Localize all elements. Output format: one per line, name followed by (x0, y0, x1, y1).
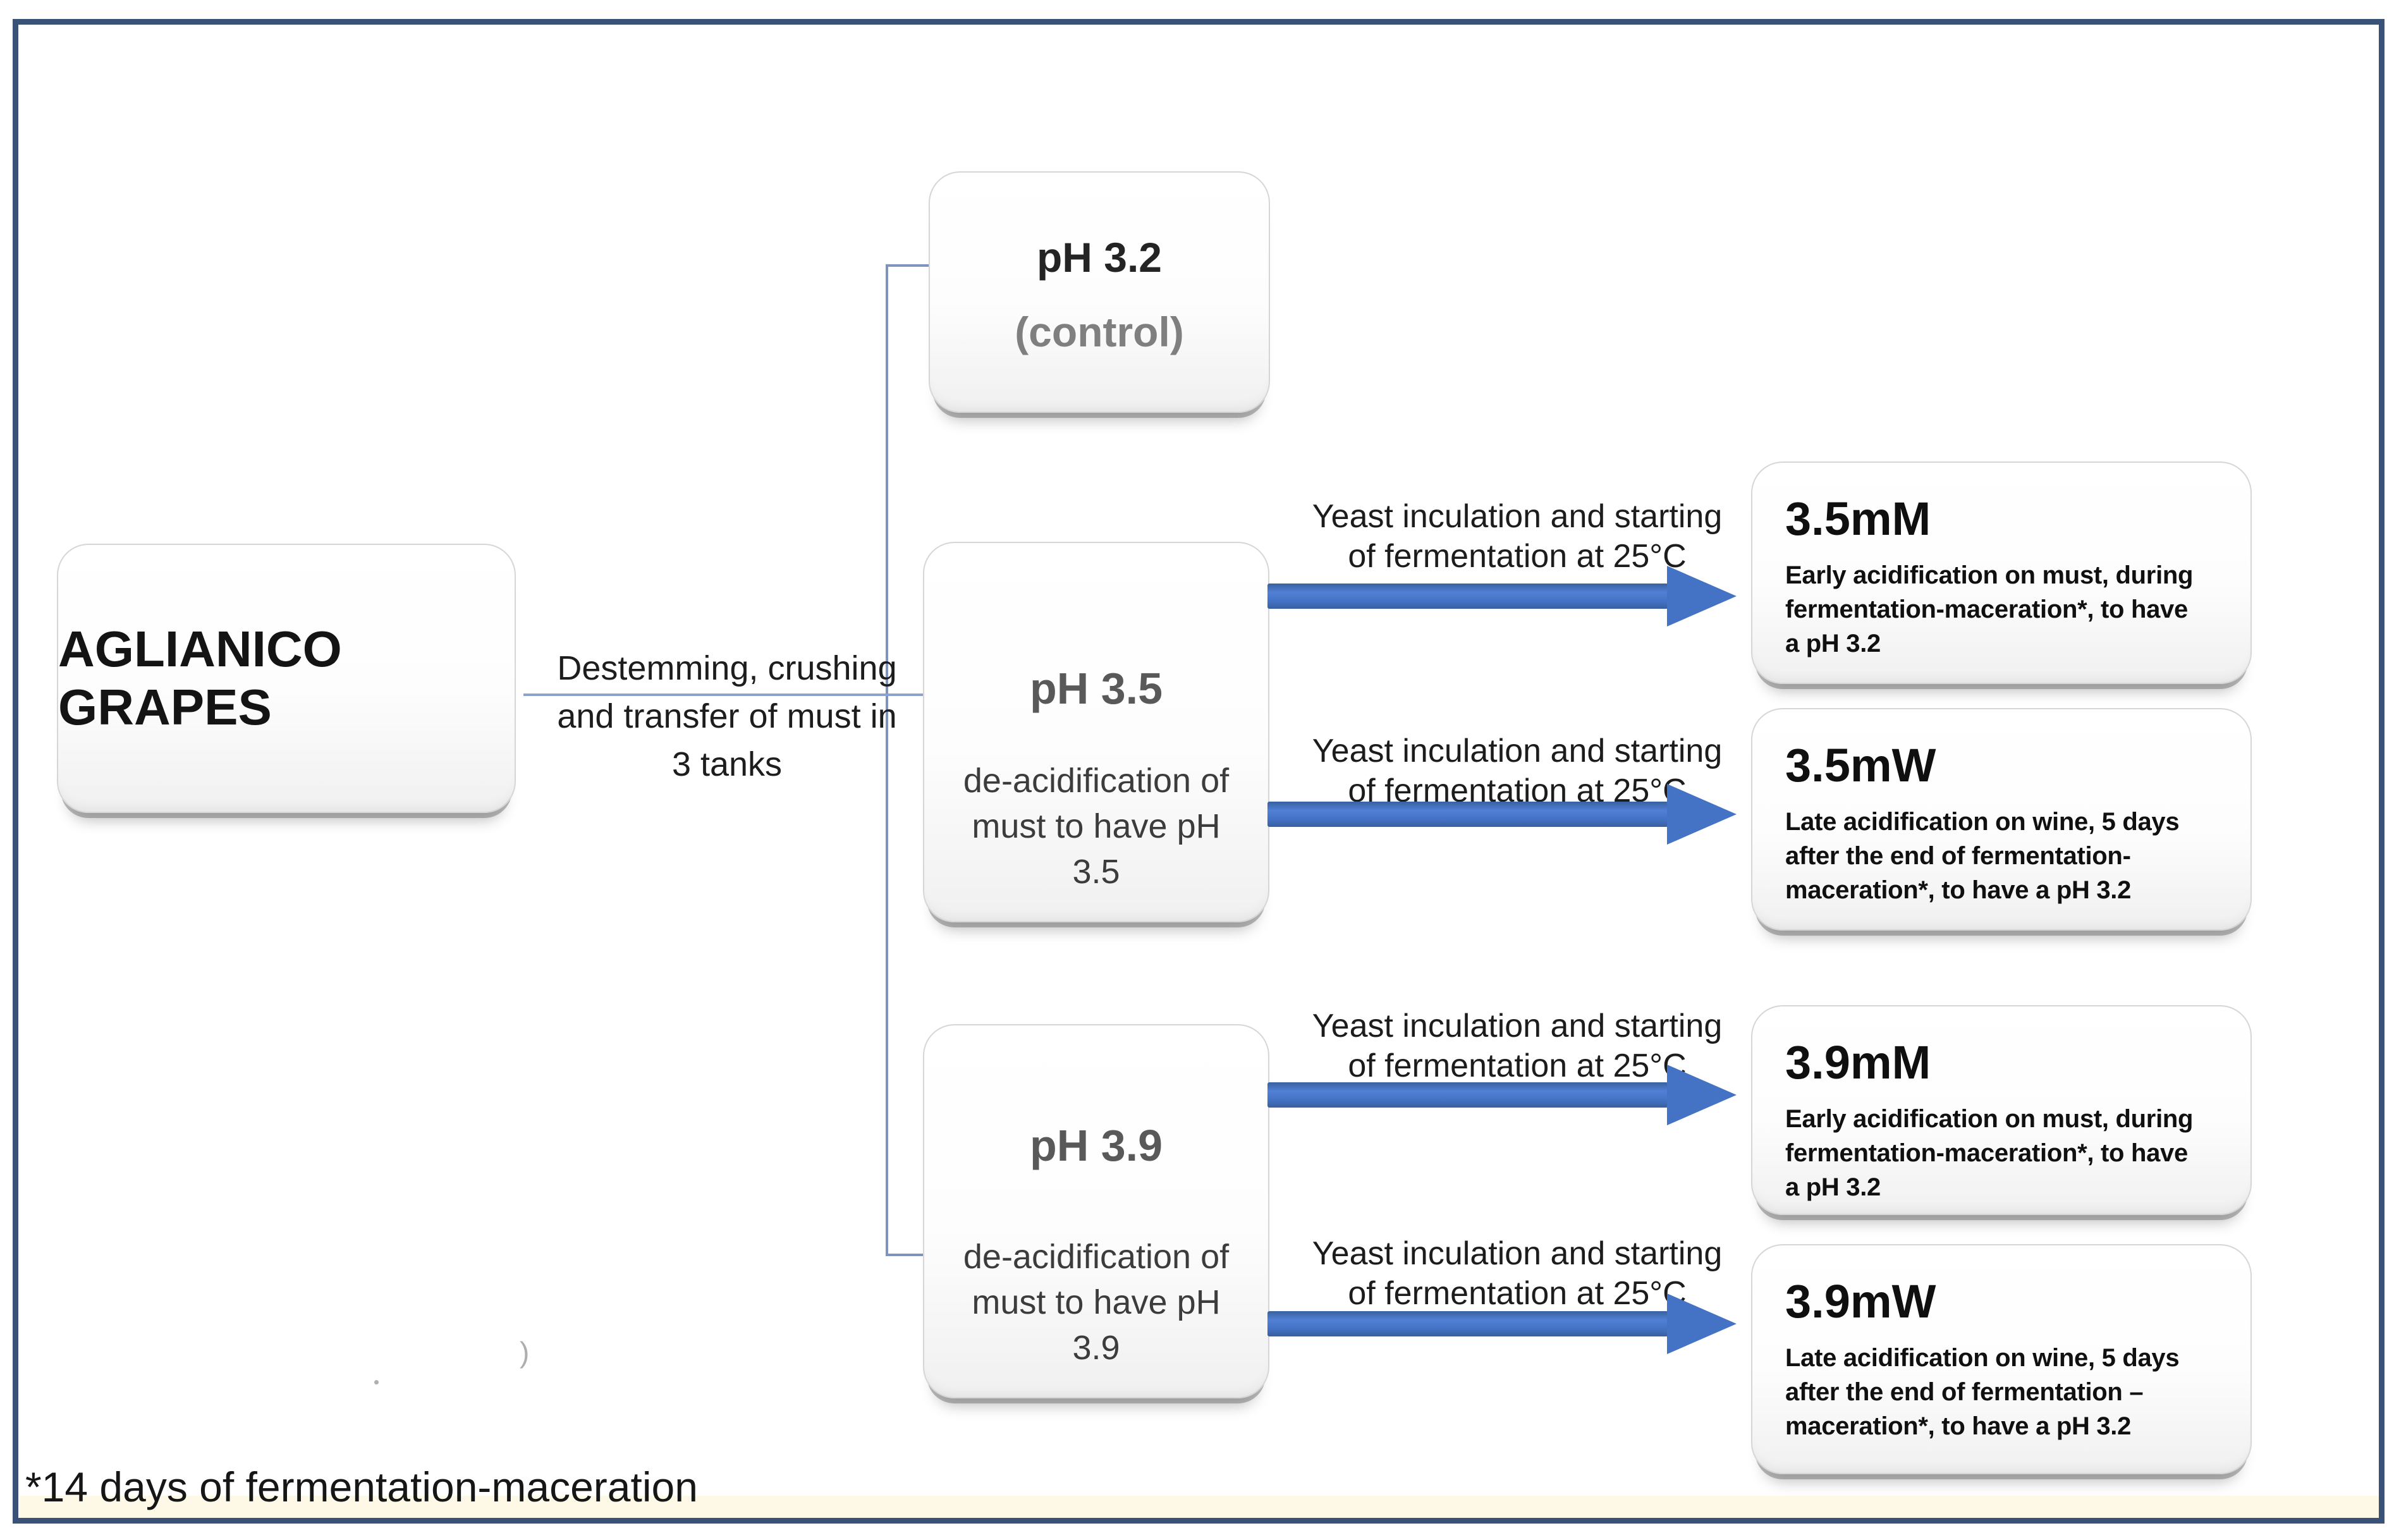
treatment-description: Early acidification on must, during ferm… (1785, 1105, 2194, 1201)
tank-title: pH 3.2 (1036, 234, 1163, 281)
node-treatment-3-9mM: 3.9mM Early acidification on must, durin… (1751, 1005, 2252, 1215)
connector-to-ph39 (886, 1254, 925, 1256)
arrow-label-line: of fermentation at 25°C (1348, 1048, 1687, 1084)
connector-to-ph32 (886, 264, 931, 267)
arrow-label-line: Yeast inculation and starting (1312, 1235, 1723, 1272)
tank-note: de-acidification of must to have pH 3.5 (963, 762, 1230, 891)
connector-destemming (523, 694, 925, 696)
arrow-head-icon (1667, 1065, 1737, 1125)
stray-paren-artifact: ) (520, 1336, 530, 1369)
treatment-code: 3.9mW (1785, 1275, 1936, 1328)
arrow-shaft (1267, 1311, 1668, 1336)
treatment-code: 3.5mW (1785, 739, 1936, 791)
node-aglianico-grapes: AGLIANICO GRAPES (57, 544, 516, 813)
transfer-line-1: Destemming, crushing (557, 649, 897, 687)
footnote: *14 days of fermentation-maceration (25, 1464, 698, 1510)
node-label: AGLIANICO GRAPES (58, 621, 342, 735)
node-ph-3-9: pH 3.9 de-acidification of must to have … (923, 1024, 1269, 1398)
treatment-description: Early acidification on must, during ferm… (1785, 561, 2194, 657)
flow-arrow-1 (1267, 566, 1737, 626)
arrow-label-3: Yeast inculation and starting of ferment… (1277, 1006, 1757, 1086)
arrow-head-icon (1667, 784, 1737, 845)
arrow-label-line: Yeast inculation and starting (1312, 498, 1723, 535)
flow-arrow-3 (1267, 1065, 1737, 1125)
arrow-label-4: Yeast inculation and starting of ferment… (1277, 1234, 1757, 1314)
transfer-line-2: and transfer of must in (557, 697, 897, 735)
flow-arrow-4 (1267, 1293, 1737, 1354)
branch-trunk-line (886, 266, 888, 1256)
arrow-label-line: of fermentation at 25°C (1348, 538, 1687, 575)
transfer-line-3: 3 tanks (671, 745, 783, 783)
tank-title: pH 3.5 (1029, 664, 1163, 713)
arrow-shaft (1267, 584, 1668, 609)
treatment-description: Late acidification on wine, 5 days after… (1785, 1344, 2180, 1440)
arrow-head-icon (1667, 566, 1737, 626)
transfer-step-caption: Destemming, crushing and transfer of mus… (536, 644, 918, 788)
node-treatment-3-5mW: 3.5mW Late acidification on wine, 5 days… (1751, 708, 2252, 931)
treatment-code: 3.9mM (1785, 1036, 1931, 1089)
tank-subtitle: (control) (1015, 309, 1184, 355)
arrow-label-line: of fermentation at 25°C (1348, 1275, 1687, 1312)
tank-note: de-acidification of must to have pH 3.9 (963, 1238, 1230, 1367)
node-treatment-3-5mM: 3.5mM Early acidification on must, durin… (1751, 461, 2252, 684)
arrow-label-line: Yeast inculation and starting (1312, 733, 1723, 769)
arrow-shaft (1267, 1082, 1668, 1108)
node-ph-3-2-control: pH 3.2 (control) (929, 171, 1270, 413)
bottom-ivory-band (20, 1496, 2382, 1520)
tank-title: pH 3.9 (1029, 1121, 1163, 1170)
treatment-description: Late acidification on wine, 5 days after… (1785, 808, 2180, 904)
arrow-label-line: Yeast inculation and starting (1312, 1008, 1723, 1044)
stray-dot-artifact (374, 1380, 379, 1384)
node-ph-3-5: pH 3.5 de-acidification of must to have … (923, 542, 1269, 922)
arrow-head-icon (1667, 1293, 1737, 1354)
arrow-shaft (1267, 802, 1668, 827)
arrow-label-1: Yeast inculation and starting of ferment… (1277, 497, 1757, 577)
node-treatment-3-9mW: 3.9mW Late acidification on wine, 5 days… (1751, 1244, 2252, 1474)
treatment-code: 3.5mM (1785, 492, 1931, 545)
flow-arrow-2 (1267, 784, 1737, 845)
